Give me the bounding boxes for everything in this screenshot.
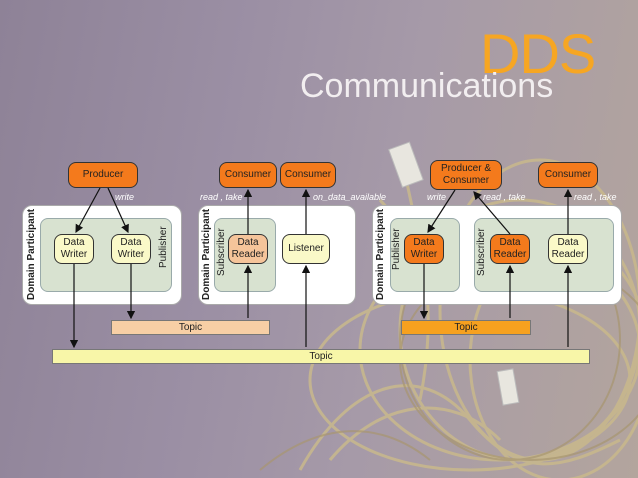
title-communications: Communications — [300, 67, 554, 105]
subscriber-label-2: Subscriber — [216, 228, 227, 276]
data-writer-3: Data Writer — [404, 234, 444, 264]
write-label-1: write — [115, 192, 135, 202]
domain-participant-label-1: Domain Participant — [26, 208, 37, 300]
producer-node: Producer — [68, 162, 138, 188]
data-writer-1: Data Writer — [54, 234, 94, 264]
read-take-label-2: read , take — [483, 192, 526, 202]
consumer-node-3: Consumer — [538, 162, 598, 188]
subscriber-label-3: Subscriber — [476, 228, 487, 276]
data-reader-2: Data Reader — [490, 234, 530, 264]
topic-2: Topic — [401, 320, 531, 335]
listener: Listener — [282, 234, 330, 264]
domain-participant-label-2: Domain Participant — [201, 208, 212, 300]
data-reader-3: Data Reader — [548, 234, 588, 264]
publisher-label-3: Publisher — [391, 228, 402, 270]
read-take-label-1: read , take — [200, 192, 243, 202]
title-dds: DDS — [480, 22, 596, 85]
consumer-node-1: Consumer — [219, 162, 277, 188]
data-reader-1: Data Reader — [228, 234, 268, 264]
consumer-node-2: Consumer — [280, 162, 336, 188]
read-take-label-3: read , take — [574, 192, 617, 202]
on-data-available-label: on_data_available — [313, 192, 387, 202]
domain-participant-label-3: Domain Participant — [375, 208, 386, 300]
data-writer-2: Data Writer — [111, 234, 151, 264]
producer-consumer-node: Producer & Consumer — [430, 160, 502, 190]
publisher-label-1: Publisher — [158, 226, 169, 268]
topic-1: Topic — [111, 320, 270, 335]
write-label-2: write — [427, 192, 447, 202]
topic-global: Topic — [52, 349, 590, 364]
